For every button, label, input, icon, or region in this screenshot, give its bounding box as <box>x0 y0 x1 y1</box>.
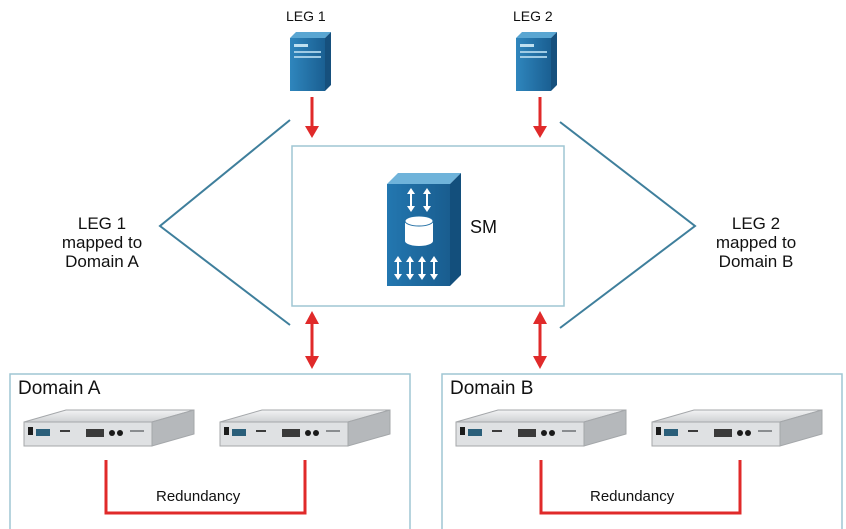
domain-b-redundancy-label: Redundancy <box>590 488 675 505</box>
sm-domain-b-arrow <box>533 311 547 369</box>
domain-b-redundancy-link <box>539 460 742 515</box>
domain-a-appliance-2-icon <box>219 409 391 447</box>
leg2-mapping-line-1: LEG 2 <box>731 214 781 233</box>
leg1-mapping-line-3: Domain A <box>65 252 139 271</box>
leg2-server-icon <box>516 32 557 91</box>
leg1-mapping-lines <box>158 119 291 326</box>
leg2-mapping-lines <box>559 121 697 329</box>
session-manager-icon <box>387 173 461 286</box>
leg1-mapping-text: LEG 1 mapped to Domain A <box>48 214 156 271</box>
domain-a-box <box>9 373 411 529</box>
domain-b-appliance-2-icon <box>651 409 823 447</box>
domain-a-title: Domain A <box>18 378 101 399</box>
leg2-arrow <box>533 97 547 138</box>
leg1-mapping-line-2: mapped to <box>61 233 143 252</box>
leg1-label: LEG 1 <box>286 8 326 24</box>
domain-a-redundancy-link <box>104 460 307 515</box>
leg2-mapping-line-2: mapped to <box>715 233 797 252</box>
leg2-label: LEG 2 <box>513 8 553 24</box>
leg1-mapping-line-1: LEG 1 <box>77 214 127 233</box>
leg2-mapping-text: LEG 2 mapped to Domain B <box>702 214 810 271</box>
domain-b-box <box>441 373 843 529</box>
leg1-arrow <box>305 97 319 138</box>
leg2-mapping-line-3: Domain B <box>718 252 794 271</box>
sm-domain-a-arrow <box>305 311 319 369</box>
domain-b-title: Domain B <box>450 378 534 399</box>
domain-b-appliance-1-icon <box>455 409 627 447</box>
leg1-server-icon <box>290 32 331 91</box>
domain-a-appliance-1-icon <box>23 409 195 447</box>
sm-label: SM <box>470 217 497 237</box>
domain-a-redundancy-label: Redundancy <box>156 488 241 505</box>
